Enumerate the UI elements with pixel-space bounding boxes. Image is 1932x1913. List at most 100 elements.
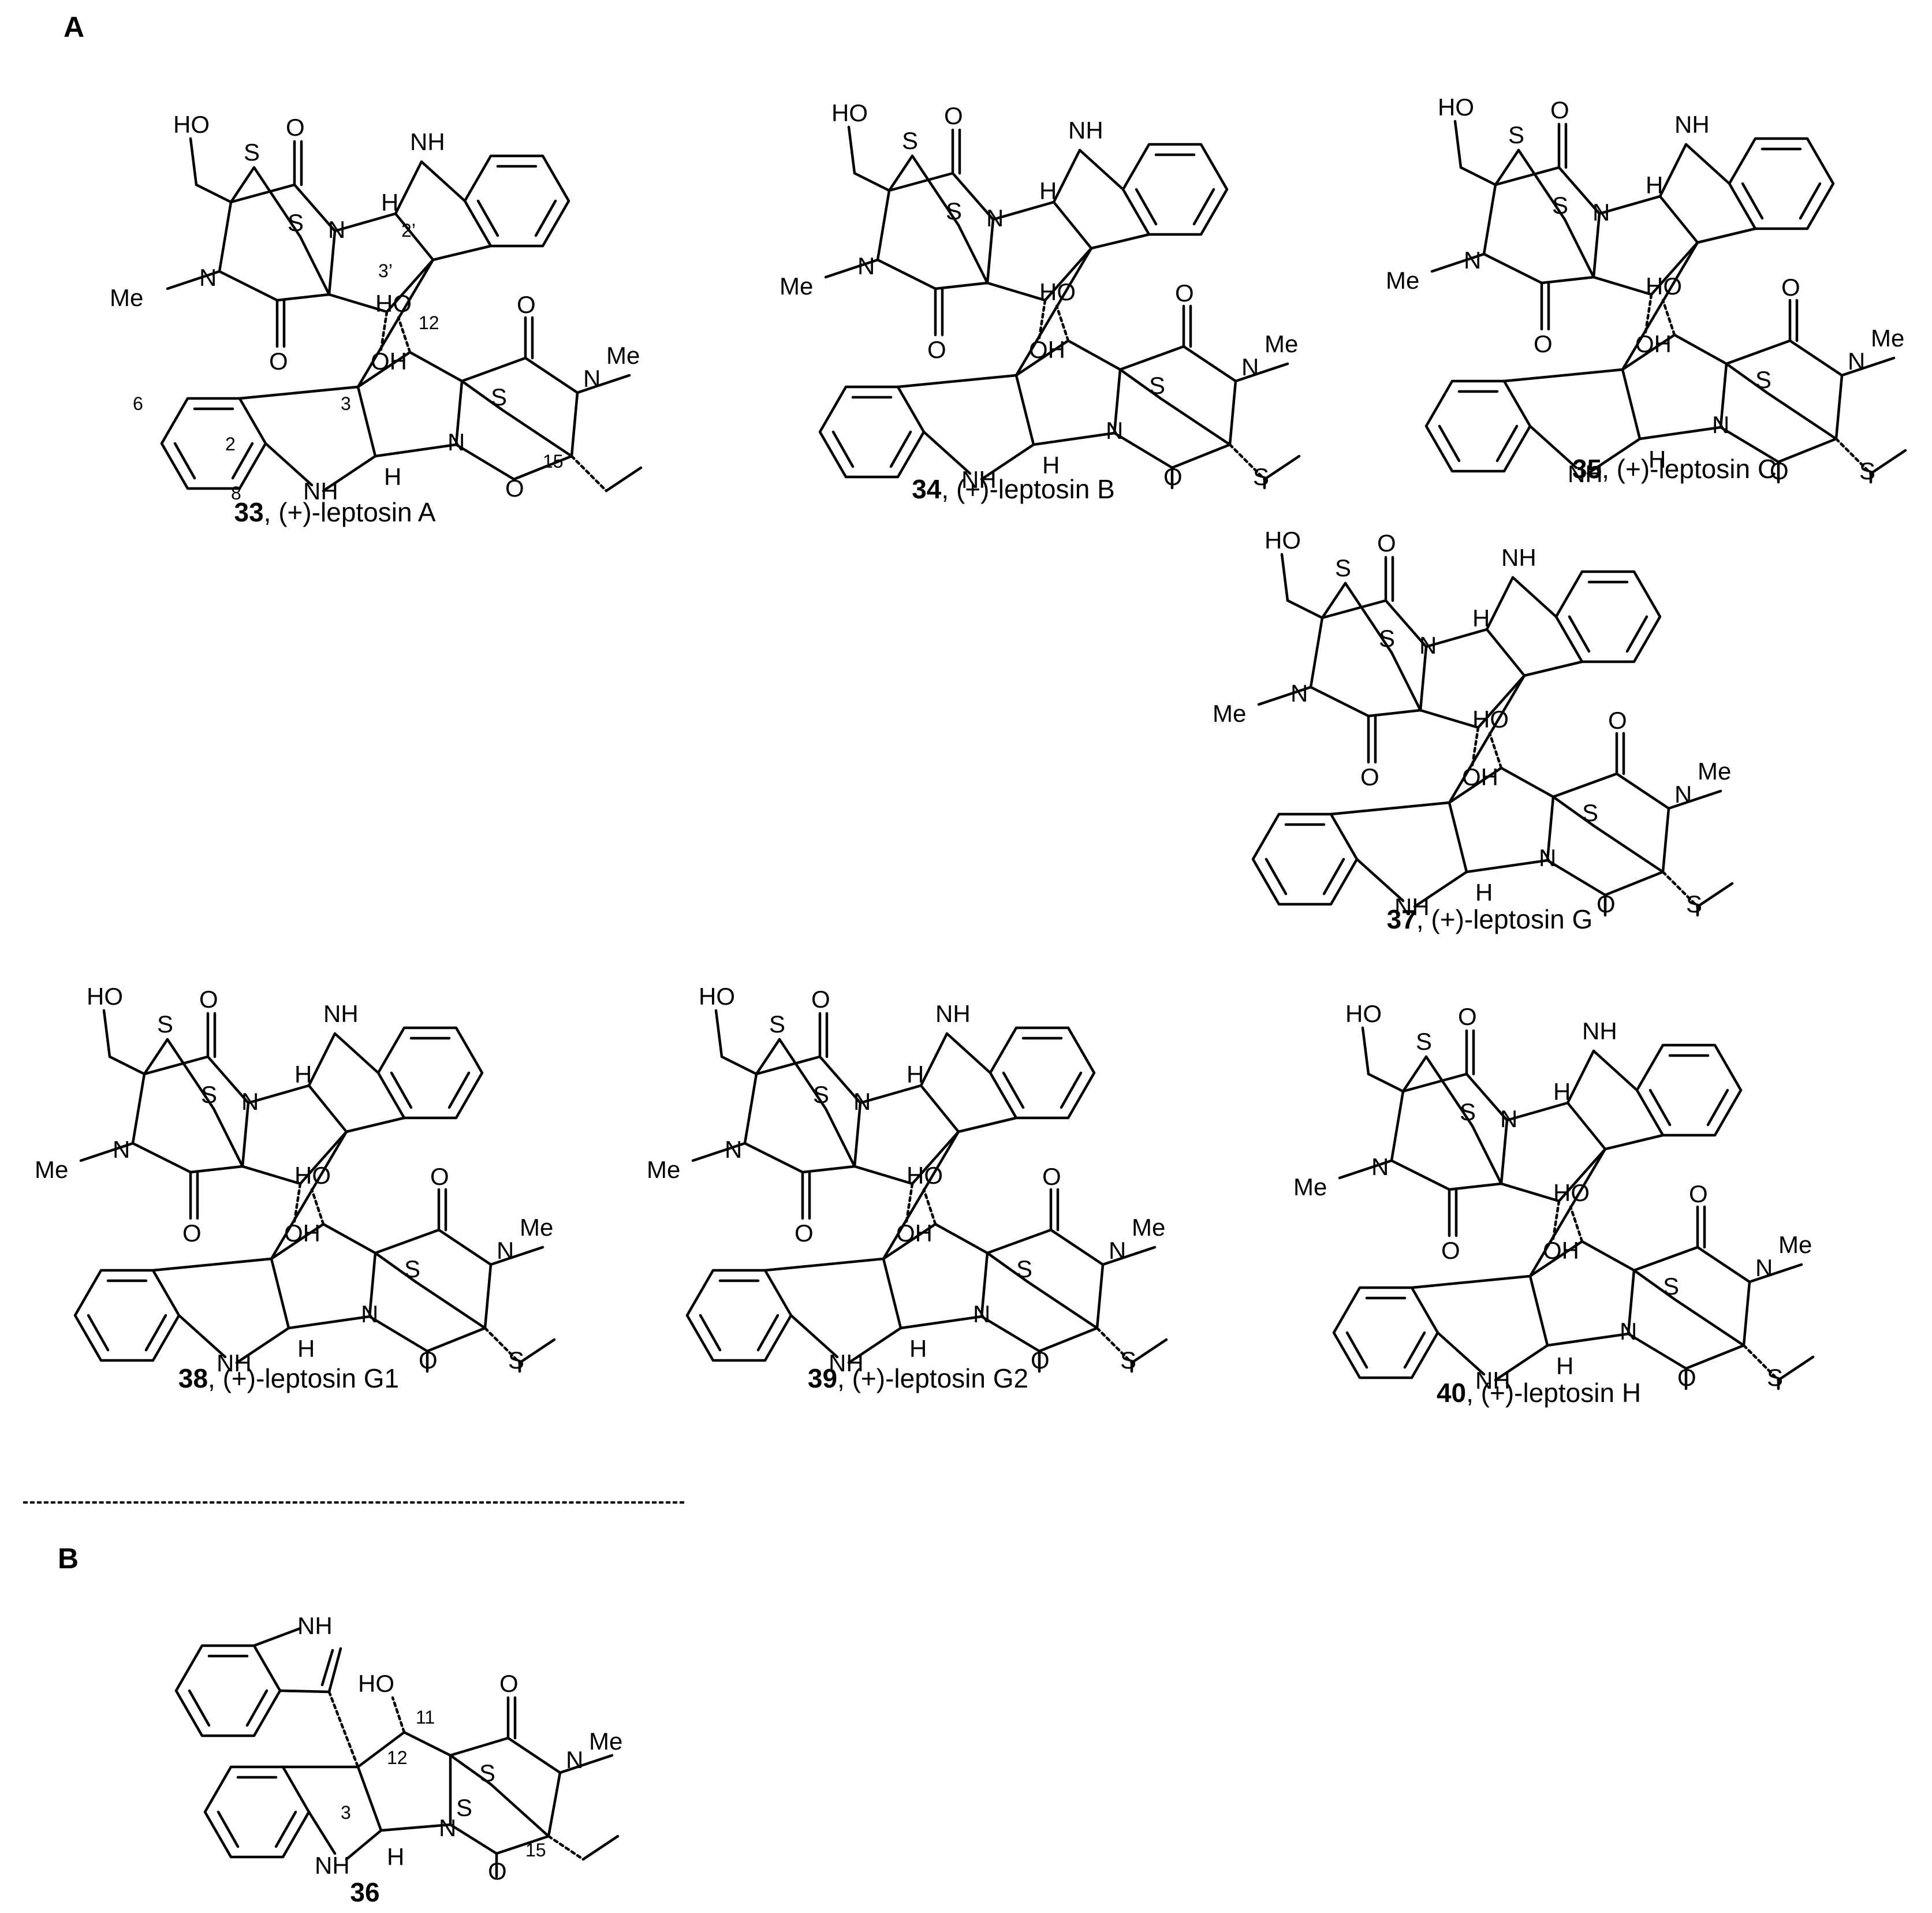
carbonyl-oxygen-1: O xyxy=(199,986,218,1013)
hydroxyl-group: HO xyxy=(358,1670,394,1697)
carbonyl-oxygen-1: O xyxy=(811,986,830,1013)
sulfur-atom-4: S xyxy=(1253,463,1269,490)
methyl-group-left: Me xyxy=(1213,700,1246,727)
compound-number: 39 xyxy=(807,1363,838,1393)
hydrogen-atom-bottom: H xyxy=(1556,1352,1573,1379)
nitrogen-atom-2: N xyxy=(857,252,875,279)
sulfur-atom-2: S xyxy=(946,197,962,225)
hydrogen-atom-bottom: H xyxy=(297,1335,315,1362)
sulfur-atom-3: S xyxy=(1663,1273,1679,1300)
carbonyl-oxygen-3: O xyxy=(1781,274,1800,301)
caption-38: 38, (+)-leptosin G1 xyxy=(178,1363,399,1394)
sulfur-atom-4: S xyxy=(508,1347,524,1374)
hydroxyl-group-lower: HO xyxy=(1472,706,1509,733)
structure-35: HO S O S N NH H N Me O OH HO O S N Me N … xyxy=(1351,69,1929,488)
carbonyl-oxygen-4: O xyxy=(1163,463,1183,490)
indoline-nh-bottom: NH xyxy=(303,478,338,502)
indoline-nh-bottom: NH xyxy=(1475,1367,1510,1392)
compound-number: 35 xyxy=(1572,454,1602,484)
carbonyl-oxygen-3: O xyxy=(430,1163,449,1190)
indoline-nh-top: NH xyxy=(323,1000,359,1027)
structure-33: HO S O S N NH H 2’ 3’ N Me O OH HO 12 3 … xyxy=(87,87,664,505)
nitrogen-atom-1: N xyxy=(986,204,1004,232)
hydroxyl-group-lower: HO xyxy=(375,290,412,317)
label-c15: 15 xyxy=(525,1840,546,1860)
nitrogen-atom-1: N xyxy=(1500,1105,1517,1132)
hydrogen-atom-top: H xyxy=(381,189,398,216)
carbonyl-oxygen-3: O xyxy=(1689,1180,1708,1207)
carbonyl-oxygen-3: O xyxy=(1608,707,1627,734)
carbonyl-oxygen-4: O xyxy=(1031,1347,1050,1374)
sulfur-atom-1: S xyxy=(244,139,260,166)
indoline-nh-bottom: NH xyxy=(217,1349,252,1374)
indoline-nh-top: NH xyxy=(1501,544,1536,571)
methyl-group-left: Me xyxy=(1386,267,1419,294)
carbonyl-oxygen-4: O xyxy=(505,475,524,502)
label-c3: 3 xyxy=(341,393,351,414)
carbonyl-oxygen-1: O xyxy=(1550,96,1569,124)
methyl-group-left: Me xyxy=(1293,1173,1327,1200)
compound-number: 37 xyxy=(1386,904,1416,934)
methyl-group-right: Me xyxy=(1132,1214,1165,1241)
nitrogen-atom-3: N xyxy=(1848,348,1865,375)
carbonyl-oxygen-4: O xyxy=(1770,457,1789,484)
indole-nh: NH xyxy=(297,1612,333,1639)
hydroxyl-group-top: HO xyxy=(831,99,868,126)
carbonyl-oxygen-4: O xyxy=(1597,890,1616,918)
caption-37: 37, (+)-leptosin G xyxy=(1387,904,1593,935)
methyl-group: Me xyxy=(589,1728,622,1755)
label-c12: 12 xyxy=(419,312,439,333)
nitrogen-atom-1: N xyxy=(566,1746,583,1773)
caption-36: 36 xyxy=(350,1877,379,1908)
methyl-group-right: Me xyxy=(1265,330,1298,357)
label-c12: 12 xyxy=(387,1747,408,1768)
methyl-group-left: Me xyxy=(779,273,813,300)
caption-39: 39, (+)-leptosin G2 xyxy=(808,1363,1028,1394)
label-c3-prime: 3’ xyxy=(378,260,393,281)
hydrogen-atom-bottom: H xyxy=(1042,452,1060,479)
hydrogen-atom-bottom: H xyxy=(1648,446,1666,473)
hydrogen-atom-bottom: H xyxy=(384,463,401,490)
methyl-group-left: Me xyxy=(647,1156,680,1183)
hydrogen-atom-top: H xyxy=(907,1061,924,1088)
sulfur-atom-1: S xyxy=(769,1010,785,1038)
sulfur-atom-4: S xyxy=(1859,457,1875,484)
hydroxyl-group-top: HO xyxy=(1265,527,1301,554)
carbonyl-oxygen-1: O xyxy=(1377,529,1396,557)
nitrogen-atom-3: N xyxy=(1674,781,1692,808)
sulfur-atom-1: S xyxy=(479,1759,495,1787)
nitrogen-atom-1: N xyxy=(241,1088,259,1115)
hydroxyl-group-top: HO xyxy=(1345,1000,1382,1027)
compound-name: , (+)-leptosin G2 xyxy=(837,1363,1029,1393)
compound-name: , (+)-leptosin G1 xyxy=(208,1363,400,1393)
hydrogen-atom-top: H xyxy=(1553,1078,1571,1105)
carbonyl-oxygen-2: O xyxy=(488,1858,507,1882)
nitrogen-atom-2: N xyxy=(1464,247,1481,274)
structure-39: HO S O S N NH H N Me O OH HO O S N Me N … xyxy=(612,959,1189,1377)
methyl-group-right: Me xyxy=(520,1214,553,1241)
indoline-nh: NH xyxy=(315,1852,350,1879)
methyl-group-right: Me xyxy=(1698,758,1731,785)
hydroxyl-group-top: HO xyxy=(1438,94,1474,121)
nitrogen-atom-4: N xyxy=(973,1300,990,1327)
structure-38: HO S O S N NH H N Me O OH HO O S N Me N … xyxy=(0,959,577,1377)
hydroxyl-group-mid: OH xyxy=(896,1220,933,1247)
compound-number: 36 xyxy=(350,1877,380,1907)
nitrogen-atom-1: N xyxy=(853,1088,871,1115)
carbonyl-oxygen-4: O xyxy=(419,1347,438,1374)
hydroxyl-group-top: HO xyxy=(87,983,123,1010)
hydrogen-atom-top: H xyxy=(1472,605,1490,632)
structure-40: HO S O S N NH H N Me O OH HO O S N Me N … xyxy=(1259,976,1836,1394)
nitrogen-atom-1: N xyxy=(1592,199,1610,226)
sulfur-atom-2: S xyxy=(813,1081,829,1108)
structure-37: HO S O S N NH H N Me O OH HO O S N Me N … xyxy=(1178,502,1755,921)
structure-36: NH HO 11 12 3 O S N Me N S 15 O NH H xyxy=(167,1582,629,1885)
carbonyl-oxygen-2: O xyxy=(927,336,946,363)
nitrogen-atom-2: N xyxy=(113,1136,130,1163)
sulfur-atom-4: S xyxy=(1686,890,1702,918)
structure-34: HO S O S N NH H N Me O OH HO O S N Me N … xyxy=(745,75,1322,494)
label-c8: 8 xyxy=(231,483,241,502)
compound-number: 38 xyxy=(178,1363,208,1393)
sulfur-atom-3: S xyxy=(491,383,507,411)
methyl-group-right: Me xyxy=(1871,325,1904,352)
